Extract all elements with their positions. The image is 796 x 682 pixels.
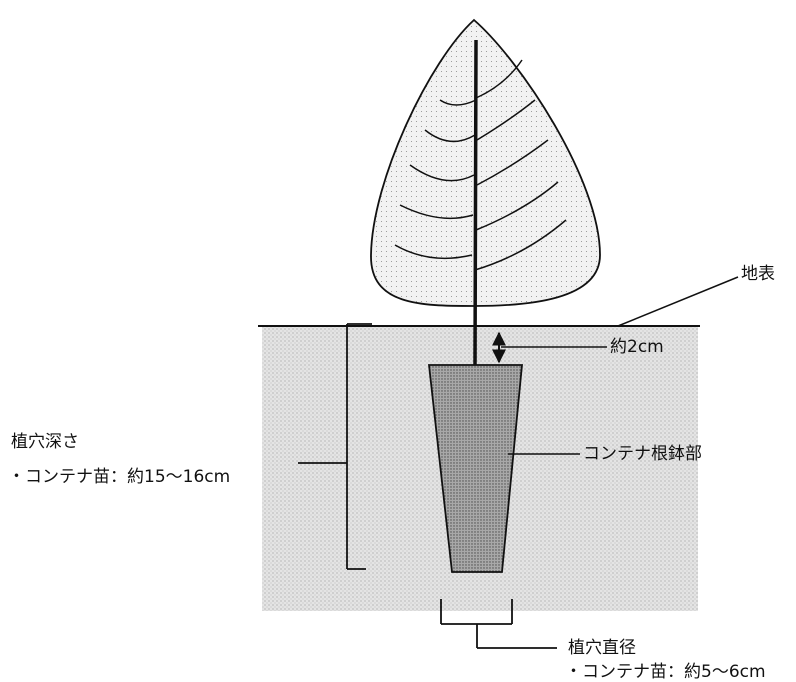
hole-diameter-title: 植穴直径 <box>568 638 636 658</box>
tree-canopy <box>370 18 601 307</box>
tree-branches <box>394 59 567 271</box>
hole-depth-title: 植穴深さ <box>11 432 79 452</box>
hole-diameter-bracket <box>440 599 557 649</box>
hole-depth-bracket <box>298 323 372 570</box>
ground-surface-label: 地表 <box>741 264 775 284</box>
depth-offset-label: 約2cm <box>610 337 664 357</box>
container-root-ball <box>427 364 523 573</box>
tree-trunk <box>473 39 478 367</box>
ground-surface-leader <box>617 276 739 327</box>
hole-depth-value: ・コンテナ苗：約15～16cm <box>8 467 231 487</box>
hole-diameter-value: ・コンテナ苗：約5～6cm <box>565 662 766 682</box>
root-ball-label: コンテナ根鉢部 <box>583 444 702 464</box>
